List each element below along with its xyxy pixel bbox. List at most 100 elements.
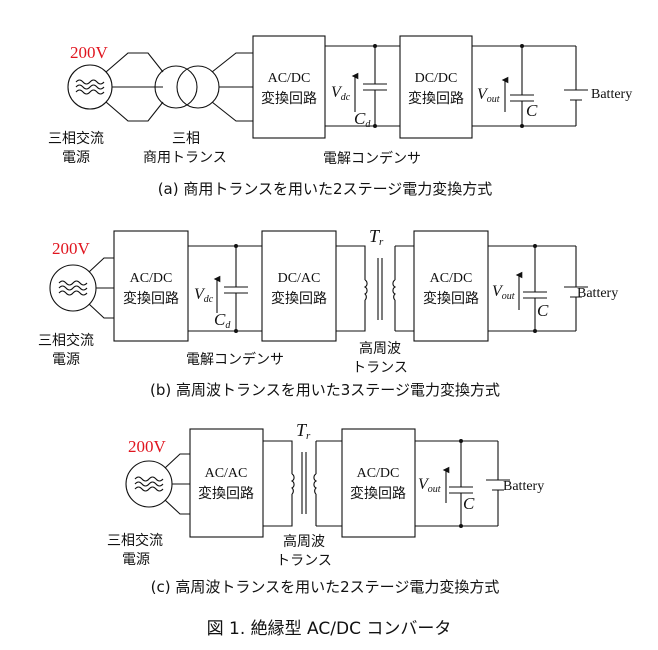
source-label-line1-b: 三相交流 xyxy=(38,332,94,349)
output-wires-a xyxy=(472,45,577,127)
voltage-label-c: 200V xyxy=(128,437,167,456)
converter1-line1-c: AC/AC xyxy=(205,466,248,481)
ac-source-wave-c xyxy=(134,476,164,492)
tr-label-b: Tr xyxy=(369,226,384,248)
cd-sub-b: d xyxy=(225,320,231,331)
hf-transformer-core-b xyxy=(377,258,383,320)
hf-transformer-label-line1-b: 高周波 xyxy=(359,340,401,357)
diagram-a xyxy=(67,35,588,139)
tr-sub-c: r xyxy=(306,430,311,442)
vout-sub-c: out xyxy=(428,484,441,495)
ac-source-wave-b xyxy=(58,280,88,296)
c-label-a: C xyxy=(526,101,538,120)
dc-link-wires-b xyxy=(188,245,262,332)
junction-dot xyxy=(373,124,377,128)
junction-dots-b xyxy=(234,244,537,333)
converter2-line1-c: AC/DC xyxy=(357,466,400,481)
diagram-b xyxy=(49,230,588,342)
junction-dots-a xyxy=(373,44,524,128)
converter2-line2-b: 変換回路 xyxy=(271,290,327,307)
vout-label-a: Vout xyxy=(477,86,500,105)
c-capacitor-plates-a xyxy=(510,94,534,102)
converter3-line2-b: 変換回路 xyxy=(423,290,479,307)
hf-transformer-label-line2-b: トランス xyxy=(352,360,408,376)
vdc-main-b: V xyxy=(194,286,206,303)
hf-transformer-label-line1-c: 高周波 xyxy=(283,533,325,550)
junction-dot xyxy=(234,329,238,333)
voltage-label-a: 200V xyxy=(70,43,109,62)
voltage-label-b: 200V xyxy=(52,239,91,258)
converter2-line2-a: 変換回路 xyxy=(408,90,464,107)
cd-capacitor-plates-a xyxy=(363,83,387,91)
converter1-line1-a: AC/DC xyxy=(268,71,311,86)
c-label-c: C xyxy=(463,494,475,513)
junction-dot xyxy=(520,44,524,48)
diagram-c xyxy=(125,428,510,538)
hf-transformer-core-c xyxy=(301,452,307,514)
junction-dot xyxy=(234,244,238,248)
battery-label-a: Battery xyxy=(591,87,632,102)
hf-transformer-label-line2-c: トランス xyxy=(276,553,332,569)
dcdc-box-a xyxy=(399,35,473,139)
junction-dots-c xyxy=(459,439,463,528)
converter1-line2-b: 変換回路 xyxy=(123,290,179,307)
source-label-line1-c: 三相交流 xyxy=(107,532,163,549)
vdc-sub-a: dc xyxy=(341,92,351,103)
cd-sub-a: d xyxy=(365,119,371,130)
c-capacitor-plates-c xyxy=(449,486,473,494)
electrolytic-label-a: 電解コンデンサ xyxy=(323,150,421,167)
cd-main-a: C xyxy=(354,109,366,128)
electrolytic-label-b: 電解コンデンサ xyxy=(186,351,284,368)
hf-transformer-wires-b xyxy=(336,245,414,332)
wires-transformer-converter-a xyxy=(211,52,253,122)
output-wires-b xyxy=(488,245,577,332)
battery-symbol-b xyxy=(564,286,588,298)
junction-dot xyxy=(533,244,537,248)
transformer-coil-2-a xyxy=(176,65,220,109)
junction-dot xyxy=(373,44,377,48)
converter2-line1-b: DC/AC xyxy=(278,271,321,286)
battery-label-b: Battery xyxy=(577,286,618,301)
vdc-label-a: Vdc xyxy=(331,84,351,103)
source-label-line2-a: 電源 xyxy=(62,150,90,166)
vout-label-b: Vout xyxy=(492,283,515,302)
vout-label-c: Vout xyxy=(418,476,441,495)
acdc-box-2-b xyxy=(413,230,489,342)
junction-dot xyxy=(459,439,463,443)
transformer-coil-1-a xyxy=(154,65,198,109)
output-wires-c xyxy=(415,440,499,527)
hf-transformer-wires-c xyxy=(263,440,342,527)
battery-symbol-c xyxy=(486,479,510,491)
acdc-box-a xyxy=(252,35,326,139)
converter2-line2-c: 変換回路 xyxy=(350,485,406,502)
converter1-line2-c: 変換回路 xyxy=(198,485,254,502)
vdc-main-a: V xyxy=(331,84,343,101)
c-capacitor-plates-b xyxy=(523,291,547,299)
acdc-box-c xyxy=(341,428,416,538)
acdc-box-b xyxy=(113,230,189,342)
converter1-line1-b: AC/DC xyxy=(130,271,173,286)
c-label-b: C xyxy=(537,301,549,320)
converter2-line1-a: DC/DC xyxy=(415,71,458,86)
caption-b: (b) 高周波トランスを用いた3ステージ電力変換方式 xyxy=(150,381,500,399)
wires-source-transformer-a xyxy=(105,52,164,122)
caption-c: (c) 高周波トランスを用いた2ステージ電力変換方式 xyxy=(151,578,500,596)
transformer-label-line2-a: 商用トランス xyxy=(143,150,227,166)
vout-main-b: V xyxy=(492,283,504,300)
tr-sub-b: r xyxy=(379,236,384,248)
junction-dot xyxy=(520,124,524,128)
dc-link-wires-a xyxy=(325,45,400,127)
vout-main-c: V xyxy=(418,476,430,493)
hf-transformer-coil-left-b xyxy=(363,279,368,301)
tr-main-b: T xyxy=(369,226,381,246)
hf-transformer-coil-right-b xyxy=(392,279,397,301)
cd-label-a: Cd xyxy=(354,109,371,130)
converter1-line2-a: 変換回路 xyxy=(261,90,317,107)
source-label-line2-b: 電源 xyxy=(52,352,80,368)
cd-capacitor-plates-b xyxy=(224,286,248,294)
hf-transformer-coil-right-c xyxy=(313,473,318,495)
vout-sub-b: out xyxy=(502,291,515,302)
converter3-line1-b: AC/DC xyxy=(430,271,473,286)
vout-sub-a: out xyxy=(487,94,500,105)
